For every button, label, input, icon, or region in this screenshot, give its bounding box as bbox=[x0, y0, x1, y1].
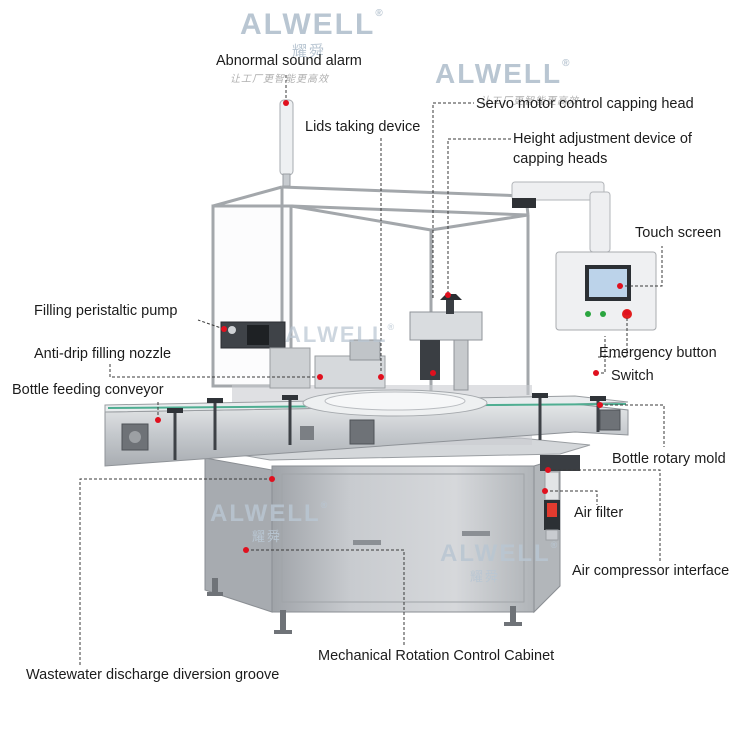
label-filling-pump: Filling peristaltic pump bbox=[34, 303, 178, 319]
label-feeding-conveyor: Bottle feeding conveyor bbox=[12, 382, 164, 398]
capping-head bbox=[409, 294, 483, 391]
label-switch: Switch bbox=[611, 368, 654, 384]
label-servo-motor: Servo motor control capping head bbox=[476, 96, 694, 112]
logo-cabinet-left: ALWELL® bbox=[210, 500, 330, 527]
peristaltic-pump bbox=[220, 321, 386, 389]
callout-markers bbox=[155, 100, 630, 553]
logo-top: ALWELL® bbox=[240, 8, 385, 41]
label-air-filter: Air filter bbox=[574, 505, 624, 521]
logo-mid: ALWELL® bbox=[435, 58, 572, 89]
label-height-adjust-line2: capping heads bbox=[513, 151, 608, 167]
air-filter-unit bbox=[540, 455, 580, 541]
label-abnormal-sound-alarm: Abnormal sound alarm bbox=[216, 53, 362, 69]
tagline-top: 让工厂更智能更高效 bbox=[230, 74, 329, 85]
label-anti-drip: Anti-drip filling nozzle bbox=[34, 346, 172, 362]
label-cabinet: Mechanical Rotation Control Cabinet bbox=[318, 648, 555, 664]
label-rotary-mold: Bottle rotary mold bbox=[612, 451, 726, 467]
label-wastewater: Wastewater discharge diversion groove bbox=[26, 667, 280, 683]
logo-cabinet-right: ALWELL® bbox=[440, 540, 560, 567]
label-air-compressor: Air compressor interface bbox=[572, 563, 730, 579]
label-emergency-button: Emergency button bbox=[599, 345, 717, 361]
tagline-mid: 让工厂更智能更高效 bbox=[480, 96, 579, 107]
control-cabinet bbox=[204, 457, 561, 634]
logo-top-cn: 耀舜 bbox=[292, 43, 327, 60]
touch-screen-panel bbox=[555, 251, 657, 331]
label-height-adjust-line1: Height adjustment device of bbox=[513, 131, 692, 147]
label-lids-taking: Lids taking device bbox=[305, 119, 421, 135]
logo-cabinet-right-cn: 耀舜 bbox=[470, 569, 501, 584]
alarm-light-tower bbox=[279, 99, 294, 187]
rotary-mold bbox=[302, 389, 488, 417]
touch-screen-arm bbox=[511, 181, 611, 253]
label-touch-screen: Touch screen bbox=[635, 225, 722, 241]
logo-center: ALWELL® bbox=[285, 322, 397, 347]
leader-lines bbox=[79, 75, 665, 665]
logo-cabinet-left-cn: 耀舜 bbox=[252, 529, 283, 544]
